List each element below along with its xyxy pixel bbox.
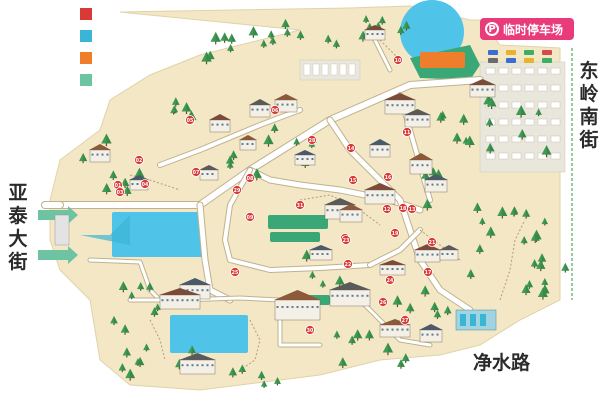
poi-marker[interactable]: 11	[402, 127, 412, 137]
poi-marker[interactable]: 26	[378, 297, 388, 307]
poi-marker[interactable]: 16	[383, 172, 393, 182]
poi-marker-number: 31	[297, 203, 304, 209]
poi-marker-number: 13	[409, 207, 416, 213]
poi-marker[interactable]: 02	[134, 155, 144, 165]
poi-marker-number: 05	[187, 118, 194, 124]
poi-marker[interactable]: 25	[230, 267, 240, 277]
poi-marker[interactable]: 12	[382, 204, 392, 214]
legend-swatch	[80, 30, 92, 42]
poi-marker-number: 23	[343, 238, 350, 244]
water-pond-north	[400, 0, 464, 64]
poi-marker[interactable]: 13	[407, 204, 417, 214]
south-gate	[455, 309, 497, 331]
poi-marker[interactable]: 08	[245, 173, 255, 183]
temporary-parking-badge[interactable]: P 临时停车场	[480, 18, 574, 40]
poi-marker[interactable]: 09	[245, 212, 255, 222]
street-label-south: 净水路	[473, 352, 531, 374]
legend-item	[80, 8, 190, 30]
poi-marker[interactable]: 15	[348, 175, 358, 185]
poi-marker-number: 21	[429, 240, 436, 246]
poi-marker[interactable]: 10	[393, 55, 403, 65]
orange-plaza	[420, 52, 465, 68]
legend-swatch	[80, 8, 92, 20]
poi-marker[interactable]: 21	[427, 237, 437, 247]
poi-marker[interactable]: 04	[140, 179, 150, 189]
parking-icon: P	[485, 22, 499, 36]
poi-marker[interactable]: 23	[341, 235, 351, 245]
poi-marker-number: 11	[404, 130, 411, 136]
poi-marker-number: 06	[272, 108, 279, 114]
central-plaza-label	[268, 215, 328, 229]
poi-marker-number: 30	[307, 328, 314, 334]
map-legend	[80, 8, 190, 96]
water-pool-left	[112, 212, 204, 257]
poi-marker-number: 02	[136, 158, 143, 164]
poi-marker[interactable]: 14	[346, 143, 356, 153]
poi-marker-number: 18	[400, 206, 407, 212]
legend-swatch	[80, 52, 92, 64]
poi-marker[interactable]: 19	[390, 228, 400, 238]
poi-marker-number: 27	[402, 318, 409, 324]
street-label-east: 东岭南街	[579, 60, 599, 151]
poi-marker-number: 14	[348, 146, 355, 152]
poi-marker-number: 25	[232, 270, 239, 276]
poi-marker-number: 08	[247, 176, 254, 182]
poi-marker-number: 29	[234, 188, 241, 194]
central-plaza-label-2	[270, 232, 320, 242]
west-entrance	[38, 206, 130, 264]
street-label-west: 亚泰大街	[8, 182, 28, 273]
buildings-layer	[89, 25, 496, 375]
trees-layer	[78, 15, 570, 388]
poi-marker-number: 24	[387, 278, 394, 284]
legend-item	[80, 30, 190, 52]
legend-swatch	[80, 74, 92, 86]
poi-marker-number: 19	[392, 231, 399, 237]
poi-marker[interactable]: 18	[398, 203, 408, 213]
poi-marker-number: 17	[425, 270, 432, 276]
poi-marker[interactable]: 03	[115, 187, 125, 197]
poi-marker-number: 03	[117, 190, 124, 196]
poi-marker-number: 26	[380, 300, 387, 306]
poi-marker-number: 15	[350, 178, 357, 184]
poi-marker-number: 12	[384, 207, 391, 213]
poi-marker-number: 09	[247, 215, 254, 221]
poi-marker[interactable]: 05	[185, 115, 195, 125]
legend-item	[80, 74, 190, 96]
poi-markers-layer: 0102030405060708091011121314151617181920…	[113, 55, 437, 335]
poi-marker[interactable]: 24	[385, 275, 395, 285]
poi-marker-number: 01	[115, 183, 122, 189]
poi-marker[interactable]: 31	[295, 200, 305, 210]
poi-marker[interactable]: 07	[191, 167, 201, 177]
poi-marker-number: 07	[193, 170, 200, 176]
poi-marker-number: 28	[309, 138, 316, 144]
poi-marker-number: 16	[385, 175, 392, 181]
poi-marker-number: 22	[345, 262, 352, 268]
water-pool-lower	[170, 315, 248, 353]
poi-marker[interactable]: 27	[400, 315, 410, 325]
poi-marker[interactable]: 17	[423, 267, 433, 277]
poi-marker-number: 10	[395, 58, 402, 64]
poi-marker-number: 04	[142, 182, 149, 188]
poi-marker[interactable]: 30	[305, 325, 315, 335]
poi-marker[interactable]: 29	[232, 185, 242, 195]
poi-marker[interactable]: 22	[343, 259, 353, 269]
poi-marker[interactable]: 28	[307, 135, 317, 145]
legend-item	[80, 52, 190, 74]
poi-marker[interactable]: 06	[270, 105, 280, 115]
parking-lot-area	[299, 50, 566, 173]
parking-label: 临时停车场	[503, 22, 564, 37]
